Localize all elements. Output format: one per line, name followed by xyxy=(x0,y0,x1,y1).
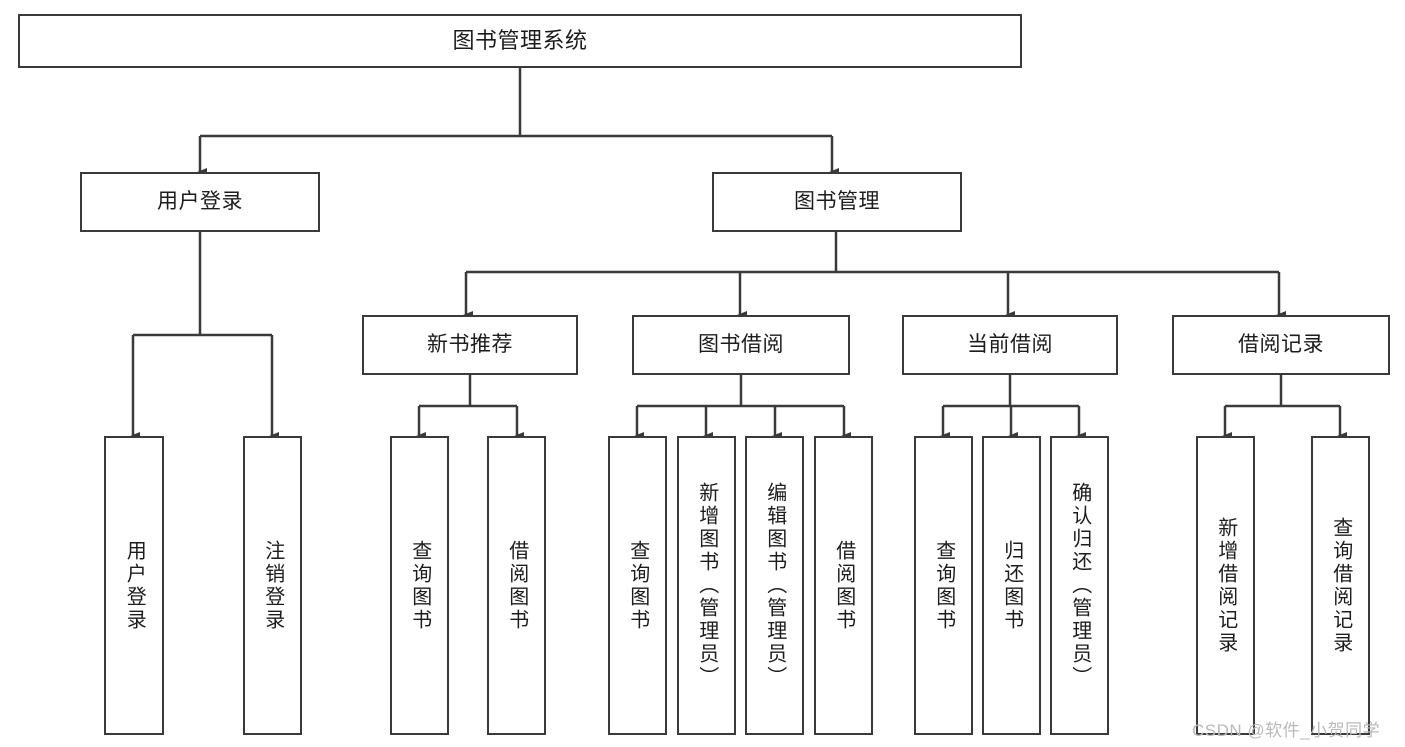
node-leaf-1[interactable]: 注销登录 xyxy=(243,436,302,735)
node-level3-0[interactable]: 新书推荐 xyxy=(362,315,578,375)
node-leaf-3-label: 借阅图书 xyxy=(505,539,528,632)
node-leaf-12-label: 查询借阅记录 xyxy=(1329,516,1352,655)
node-level3-2[interactable]: 当前借阅 xyxy=(902,315,1118,375)
node-leaf-6[interactable]: 编辑图书（管理员） xyxy=(745,436,804,735)
node-leaf-11[interactable]: 新增借阅记录 xyxy=(1196,436,1255,735)
node-leaf-11-label: 新增借阅记录 xyxy=(1214,516,1237,655)
node-level2-1[interactable]: 图书管理 xyxy=(712,172,962,232)
node-leaf-0[interactable]: 用户登录 xyxy=(104,436,164,735)
node-leaf-4-label: 查询图书 xyxy=(626,539,649,632)
node-leaf-4[interactable]: 查询图书 xyxy=(608,436,667,735)
node-leaf-5[interactable]: 新增图书（管理员） xyxy=(677,436,736,735)
node-leaf-10[interactable]: 确认归还（管理员） xyxy=(1050,436,1109,735)
node-leaf-8-label: 查询图书 xyxy=(932,539,955,632)
node-leaf-9[interactable]: 归还图书 xyxy=(982,436,1041,735)
node-leaf-10-label: 确认归还（管理员） xyxy=(1068,482,1091,689)
node-leaf-2[interactable]: 查询图书 xyxy=(390,436,449,735)
node-leaf-2-label: 查询图书 xyxy=(408,539,431,632)
node-root-system-label: 图书管理系统 xyxy=(452,27,588,53)
node-leaf-8[interactable]: 查询图书 xyxy=(914,436,973,735)
node-level3-2-label: 当前借阅 xyxy=(967,333,1053,357)
node-level3-3-label: 借阅记录 xyxy=(1238,333,1324,357)
node-leaf-7-label: 借阅图书 xyxy=(832,539,855,632)
node-leaf-7[interactable]: 借阅图书 xyxy=(814,436,873,735)
node-leaf-3[interactable]: 借阅图书 xyxy=(487,436,546,735)
node-root-system[interactable]: 图书管理系统 xyxy=(18,14,1022,68)
node-level3-3[interactable]: 借阅记录 xyxy=(1172,315,1390,375)
node-leaf-9-label: 归还图书 xyxy=(1000,539,1023,632)
node-level3-1[interactable]: 图书借阅 xyxy=(632,315,850,375)
node-leaf-5-label: 新增图书（管理员） xyxy=(695,482,718,689)
node-leaf-0-label: 用户登录 xyxy=(123,539,146,632)
node-leaf-12[interactable]: 查询借阅记录 xyxy=(1311,436,1370,735)
node-leaf-6-label: 编辑图书（管理员） xyxy=(763,482,786,689)
node-leaf-1-label: 注销登录 xyxy=(261,539,284,632)
node-level2-0-label: 用户登录 xyxy=(157,190,243,214)
node-level3-1-label: 图书借阅 xyxy=(698,333,784,357)
node-level3-0-label: 新书推荐 xyxy=(427,333,513,357)
node-level2-0[interactable]: 用户登录 xyxy=(80,172,320,232)
node-level2-1-label: 图书管理 xyxy=(794,190,880,214)
